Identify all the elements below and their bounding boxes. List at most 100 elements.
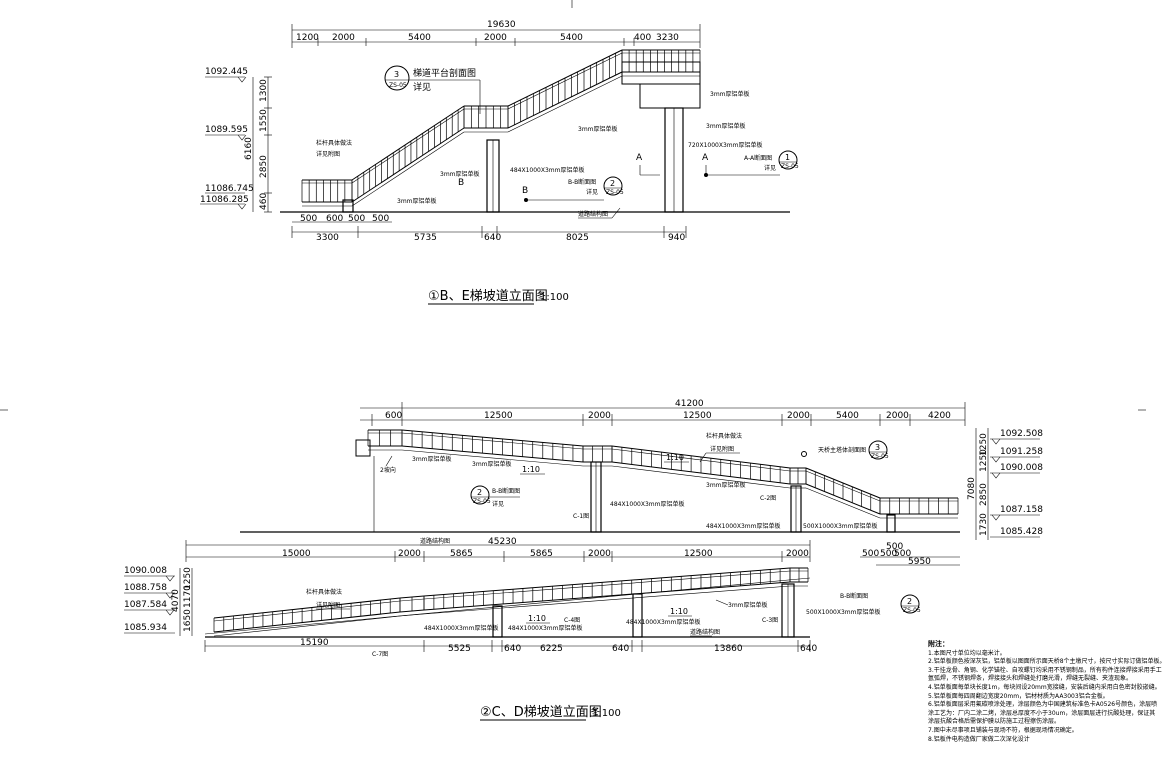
note-line: 涂工艺为：厂内二涂二烤，涂层总厚度不小于30um，涂层面层进行抗酸处理，保证其 — [928, 709, 1156, 717]
view2-slope: 1:10 — [528, 614, 546, 623]
view1-elevation: 19630 1200 2000 5400 2000 5400 400 3230 … — [200, 20, 799, 305]
view1-label: 3mm厚铝单板 — [440, 170, 480, 178]
view2-label: 道路结构图 — [690, 628, 720, 636]
view2-bb1-num: 2 — [477, 488, 482, 497]
view2-rdim: 7080 — [967, 477, 977, 500]
view2-lower-railings — [213, 567, 809, 637]
view2-elev: 1087.158 — [1000, 505, 1043, 515]
view2-slope: 1:10 — [522, 465, 540, 474]
view1-top-dim: 2000 — [332, 33, 355, 43]
view2-right-dim: 500 — [894, 549, 911, 559]
view1-callout2-num: 2 — [610, 179, 615, 188]
notes-heading: 附注： — [928, 640, 949, 648]
slab-line — [805, 487, 881, 519]
view1-label: B-B断面图 — [568, 178, 596, 186]
note-line: 涂层抗酸合格后需保护膜以防施工过程擦伤涂层。 — [928, 718, 1061, 726]
view2-upper-dim: 2000 — [886, 411, 909, 421]
view1-label: 3mm厚铝单板 — [578, 125, 618, 133]
handrail — [423, 570, 791, 600]
view1-label: 详见 — [764, 164, 776, 172]
view2-rdim: 2850 — [979, 483, 989, 506]
view1-top-dim: 1200 — [296, 33, 319, 43]
view2-label: 3mm厚铝单板 — [412, 455, 452, 463]
view2-slope: 1:10 — [666, 453, 684, 462]
view1-label: 3mm厚铝单板 — [397, 197, 437, 205]
note-line: 8.铝板件电构造做厂家做二次深化设计 — [928, 735, 1030, 743]
view2-label: 500X1000X3mm厚铝单板 — [803, 522, 877, 530]
note-line: 6.铝单板面层采用氟碳喷涂处理，涂层颜色为中国建筑标准色卡A0526号颜色，涂层… — [928, 701, 1158, 709]
view2-elev: 1091.258 — [1000, 447, 1043, 457]
view2-right-dim: 5950 — [908, 557, 931, 567]
slab-line — [401, 449, 584, 467]
view2-label: C-7图 — [372, 651, 388, 658]
view2-mid-dim: 5865 — [450, 549, 473, 559]
slab-line — [507, 75, 623, 133]
view1-label: 3mm厚铝单板 — [710, 90, 750, 98]
view2-label: 栏杆具体做法 — [706, 432, 742, 440]
view2-elev: 1085.428 — [1000, 527, 1043, 537]
view1-bdim: 600 — [326, 214, 343, 224]
view2-mid-dim: 15000 — [282, 549, 311, 559]
view1-callout-text: 梯道平台剖面图 — [413, 67, 476, 79]
view2-rdim: 1250 — [979, 433, 989, 456]
view2-ldim: 1650 — [183, 609, 193, 632]
view2-label: 3mm厚铝单板 — [472, 460, 512, 468]
view1-label: 720X1000X3mm厚铝单板 — [688, 141, 762, 149]
view2-label: 484X1000X3mm厚铝单板 — [706, 522, 780, 530]
view2-right-dim: 500 — [886, 542, 903, 552]
view2-label: 详见附图 — [710, 445, 734, 453]
view2-elevation: 41200 600 12500 2000 12500 2000 5400 200… — [124, 399, 1043, 721]
view2-right-dim: 500 — [880, 549, 897, 559]
view2-label: C-1图 — [573, 513, 589, 520]
view2-label: 3mm厚铝单板 — [706, 481, 746, 489]
view2-ldim: 4070 — [171, 589, 181, 612]
view2-bb1-sub: ZS-05 — [473, 498, 491, 505]
view1-elev: 11086.285 — [200, 195, 249, 205]
view1-bdim: 640 — [484, 233, 501, 243]
view2-mid-dim: 2000 — [398, 549, 421, 559]
view2-upper-dim: 600 — [385, 411, 402, 421]
view2-upper-dim: 12500 — [683, 411, 712, 421]
view2-mid-dim: 5865 — [530, 549, 553, 559]
view2-bridge-sub: ZS-05 — [871, 453, 889, 460]
view2-upper-dim: 4200 — [928, 411, 951, 421]
view2-upper-dim: 2000 — [787, 411, 810, 421]
view2-label: B-B断面图 — [840, 592, 868, 600]
note-line: 7.图中未尽事项且铺装与现场不符，根据现场情况确定。 — [928, 726, 1078, 734]
view1-top-dim: 5400 — [408, 33, 431, 43]
view2-elev: 1090.008 — [1000, 463, 1043, 473]
view1-vdim: 1550 — [259, 109, 269, 132]
view1-elev: 1089.595 — [205, 125, 248, 135]
view2-ldim: 1170 — [183, 585, 193, 608]
view2-upper-dim: 5400 — [836, 411, 859, 421]
view2-mid-dim: 2000 — [588, 549, 611, 559]
slab-line — [351, 131, 465, 207]
note-line: 氩弧焊，不锈钢焊条，焊接接头和焊缝处打磨光滑，焊缝无裂缝、夹渣现象。 — [928, 675, 1133, 683]
view1-vdim: 2850 — [259, 155, 269, 178]
view1-label: 道路结构图 — [578, 210, 608, 218]
note-line: 4.铝单板面每单块长度1m，每块间设20mm宽接缝，安装后缝内采用白色密封胶嵌缝… — [928, 683, 1161, 691]
view2-label: 道路结构图 — [420, 537, 450, 545]
view2-label: 2坡向 — [380, 466, 396, 474]
view2-label: 天桥主塔体剖面图 — [818, 446, 866, 454]
view2-lelev: 1087.584 — [124, 600, 167, 610]
view2-lelev: 1090.008 — [124, 566, 167, 576]
view2-label: B-B断面图 — [492, 487, 520, 495]
view1-bdim: 8025 — [566, 233, 589, 243]
view2-slope: 1:10 — [670, 607, 688, 616]
view2-label: 484X1000X3mm厚铝单板 — [424, 624, 498, 632]
view1-railings — [301, 49, 701, 207]
view2-label: C-3图 — [762, 617, 778, 624]
view2-label: 500X1000X3mm厚铝单板 — [806, 608, 880, 616]
view2-lelev: 1088.758 — [124, 583, 167, 593]
view1-bdim: 500 — [348, 214, 365, 224]
view2-mid-total: 45230 — [488, 537, 517, 547]
view1-bdim: 5735 — [414, 233, 437, 243]
view1-bdim: 500 — [300, 214, 317, 224]
view1-mark: B — [458, 178, 464, 188]
railing-base — [213, 611, 401, 633]
handrail — [423, 567, 791, 597]
view2-label: 484X1000X3mm厚铝单板 — [626, 618, 700, 626]
railing-base — [423, 581, 791, 611]
view1-callout3-num: 1 — [785, 153, 790, 162]
